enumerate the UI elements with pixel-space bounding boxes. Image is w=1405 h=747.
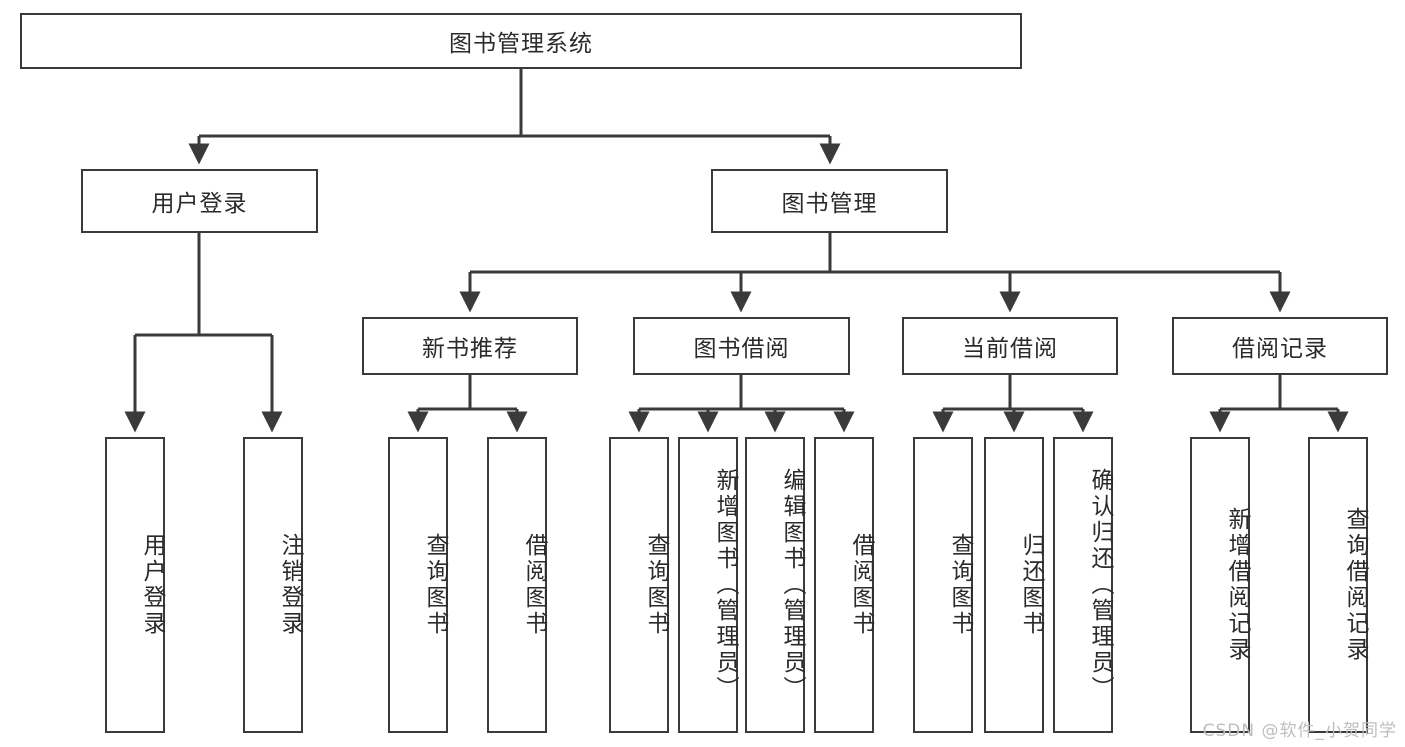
edge-borrow-to-leaves	[628, 375, 855, 433]
node-leaf-add-book-admin[interactable]: 新增图书（管理员）	[678, 437, 738, 733]
node-leaf-add-book-admin-label: 新增图书（管理员）	[712, 468, 738, 702]
node-new-book-recommend[interactable]: 新书推荐	[362, 317, 578, 375]
node-borrow-records-label: 借阅记录	[1232, 336, 1328, 362]
node-user-login-label: 用户登录	[151, 191, 248, 217]
node-leaf-return-book[interactable]: 归还图书	[984, 437, 1044, 733]
node-leaf-borrow-book-a-label: 借阅图书	[521, 533, 547, 637]
node-book-management-label: 图书管理	[781, 191, 878, 217]
node-leaf-query-book-a[interactable]: 查询图书	[388, 437, 448, 733]
edge-bookmgmt-to-level2	[459, 233, 1291, 313]
edge-login-to-leaves	[124, 233, 283, 433]
node-leaf-user-login[interactable]: 用户登录	[105, 437, 165, 733]
edge-newbook-to-leaves	[407, 375, 528, 433]
node-root-label: 图书管理系统	[449, 31, 593, 57]
node-root[interactable]: 图书管理系统	[20, 13, 1022, 69]
edge-current-to-leaves	[932, 375, 1094, 433]
node-leaf-confirm-return-admin[interactable]: 确认归还（管理员）	[1053, 437, 1113, 733]
node-leaf-edit-book-admin-label: 编辑图书（管理员）	[779, 468, 805, 702]
node-borrow-records[interactable]: 借阅记录	[1172, 317, 1388, 375]
node-leaf-return-book-label: 归还图书	[1018, 533, 1044, 637]
node-leaf-borrow-book-a[interactable]: 借阅图书	[487, 437, 547, 733]
node-leaf-query-book-c-label: 查询图书	[947, 533, 973, 637]
node-leaf-user-login-label: 用户登录	[139, 533, 165, 637]
node-leaf-query-book-b[interactable]: 查询图书	[609, 437, 669, 733]
node-user-login[interactable]: 用户登录	[81, 169, 318, 233]
node-book-borrow[interactable]: 图书借阅	[633, 317, 850, 375]
node-book-borrow-label: 图书借阅	[693, 336, 790, 362]
node-leaf-edit-book-admin[interactable]: 编辑图书（管理员）	[745, 437, 805, 733]
node-new-book-recommend-label: 新书推荐	[422, 336, 518, 362]
node-leaf-borrow-book-b[interactable]: 借阅图书	[814, 437, 874, 733]
node-leaf-borrow-book-b-label: 借阅图书	[848, 533, 874, 637]
node-leaf-logout[interactable]: 注销登录	[243, 437, 303, 733]
node-leaf-logout-label: 注销登录	[277, 533, 303, 637]
node-leaf-confirm-return-admin-label: 确认归还（管理员）	[1087, 468, 1113, 702]
edge-root-to-level1	[188, 69, 841, 165]
node-current-borrow[interactable]: 当前借阅	[902, 317, 1118, 375]
node-leaf-query-borrow-record-label: 查询借阅记录	[1342, 507, 1368, 663]
edge-records-to-leaves	[1209, 375, 1349, 433]
node-leaf-query-book-b-label: 查询图书	[643, 533, 669, 637]
node-leaf-add-borrow-record-label: 新增借阅记录	[1224, 507, 1250, 663]
node-leaf-query-book-a-label: 查询图书	[422, 533, 448, 637]
node-leaf-query-borrow-record[interactable]: 查询借阅记录	[1308, 437, 1368, 733]
node-book-management[interactable]: 图书管理	[711, 169, 948, 233]
node-leaf-add-borrow-record[interactable]: 新增借阅记录	[1190, 437, 1250, 733]
node-leaf-query-book-c[interactable]: 查询图书	[913, 437, 973, 733]
node-current-borrow-label: 当前借阅	[962, 336, 1058, 362]
